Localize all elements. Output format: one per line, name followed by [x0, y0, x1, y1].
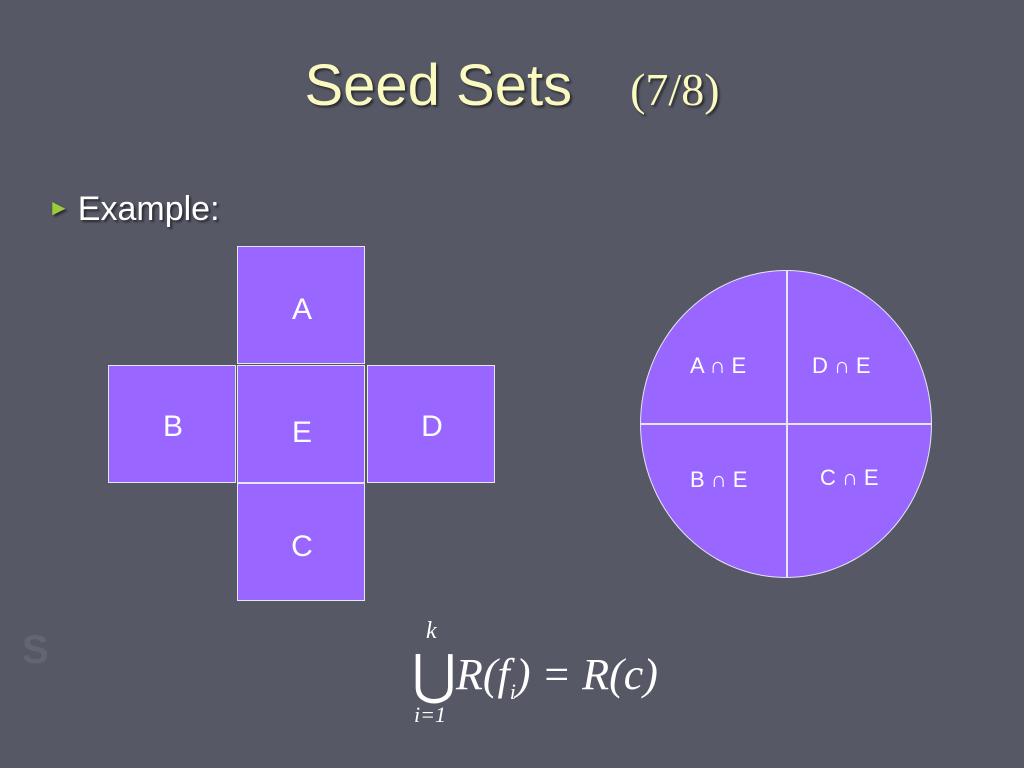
quadrant-label-bottom-right: C ∩ E	[820, 465, 879, 490]
background-compass-icon: S	[22, 628, 49, 672]
cross-square-left: B	[108, 365, 236, 483]
quadrant-label-top-left: A ∩ E	[690, 353, 747, 378]
quadrant-label-bottom-left: B ∩ E	[690, 467, 748, 492]
circle-divider-horizontal	[641, 423, 931, 425]
formula-lhs-f: f	[497, 650, 510, 699]
formula-rhs: = R(c)	[530, 650, 658, 699]
bullet-text: Example:	[77, 190, 220, 228]
cross-label-left: B	[162, 410, 183, 443]
title-main: Seed Sets	[304, 53, 573, 118]
bullet-item: ► Example:	[48, 190, 220, 229]
formula-upper-bound: k	[426, 618, 437, 644]
union-operator: ⋃	[412, 645, 457, 705]
cross-label-bottom: C	[291, 530, 313, 563]
formula-lhs-sub: i	[509, 678, 516, 704]
cross-square-center: E	[237, 365, 365, 483]
cross-square-top: A	[237, 246, 365, 364]
circle-shape	[640, 270, 932, 578]
cross-label-right: D	[421, 410, 443, 443]
triangle-right-icon: ►	[48, 195, 70, 220]
slide-title: Seed Sets (7/8)	[0, 52, 1024, 119]
cross-square-right: D	[367, 365, 495, 483]
union-formula: k ⋃ i=1 R(fi) = R(c)	[412, 618, 732, 728]
quadrant-label-top-right: D ∩ E	[812, 353, 871, 378]
quartered-circle: A ∩ E D ∩ E B ∩ E C ∩ E	[640, 270, 932, 578]
formula-lhs-close: )	[515, 650, 531, 699]
formula-lhs-r: R(	[456, 650, 498, 699]
formula-lower-bound: i=1	[414, 702, 446, 727]
cross-square-bottom: C	[237, 483, 365, 601]
formula-expression: R(fi) = R(c)	[456, 648, 658, 719]
title-page-indicator: (7/8)	[630, 64, 720, 115]
cross-label-center: E	[291, 416, 312, 449]
cross-label-top: A	[291, 293, 312, 326]
